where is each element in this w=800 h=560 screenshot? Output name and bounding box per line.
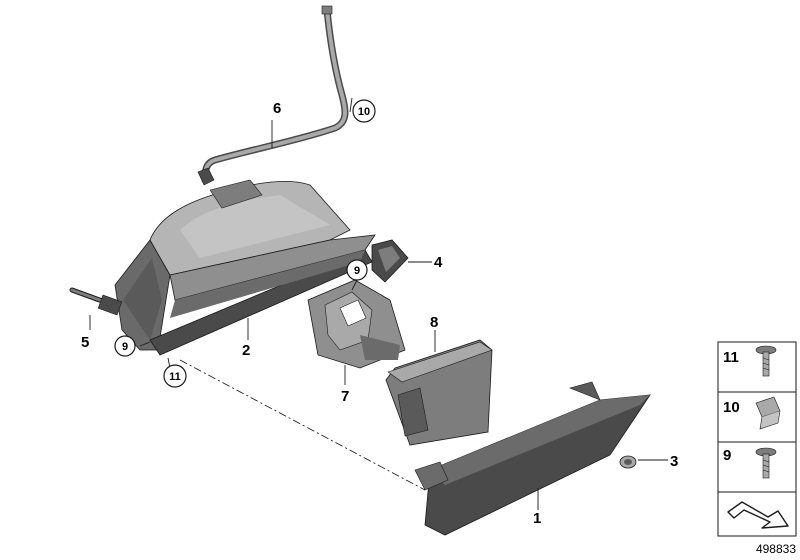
part-1-glovebox-lid — [414, 381, 651, 536]
svg-text:11: 11 — [169, 371, 181, 383]
callout-7: 7 — [341, 388, 349, 405]
part-6-hose — [197, 5, 349, 186]
callout-6: 6 — [273, 100, 281, 117]
legend-number-11: 11 — [723, 349, 739, 366]
callout-1: 1 — [533, 510, 541, 527]
callout-8: 8 — [430, 314, 438, 331]
flange-screw-icon — [755, 447, 777, 479]
part-3-lock-cylinder — [619, 455, 637, 469]
circled-callout-9-mid: 9 — [346, 259, 368, 281]
alignment-line — [179, 359, 426, 491]
clip-nut-icon — [755, 396, 781, 430]
legend-number-9: 9 — [723, 447, 731, 464]
direction-arrow-icon — [727, 501, 789, 529]
callout-2: 2 — [242, 342, 250, 359]
circled-callout-10: 10 — [352, 99, 376, 123]
circled-callout-9-left: 9 — [114, 335, 136, 357]
part-7-lock-bracket — [307, 279, 406, 369]
part-4-bracket — [371, 239, 409, 283]
legend-panel: 11 10 9 — [717, 341, 797, 537]
callout-3: 3 — [670, 453, 678, 470]
callout-4: 4 — [434, 254, 443, 271]
legend-cell-10 — [717, 391, 797, 443]
reference-number: 498833 — [756, 542, 796, 556]
svg-text:9: 9 — [354, 265, 360, 277]
part-5-damper — [69, 287, 123, 316]
svg-text:9: 9 — [122, 341, 128, 353]
legend-number-10: 10 — [723, 399, 740, 416]
callout-5: 5 — [81, 334, 89, 351]
part-2-glovebox-housing — [114, 179, 376, 356]
svg-text:10: 10 — [358, 106, 370, 118]
leader-lines — [89, 97, 668, 510]
circled-callout-11: 11 — [163, 364, 187, 388]
flange-screw-icon — [755, 345, 777, 377]
part-8-cover — [385, 339, 493, 446]
